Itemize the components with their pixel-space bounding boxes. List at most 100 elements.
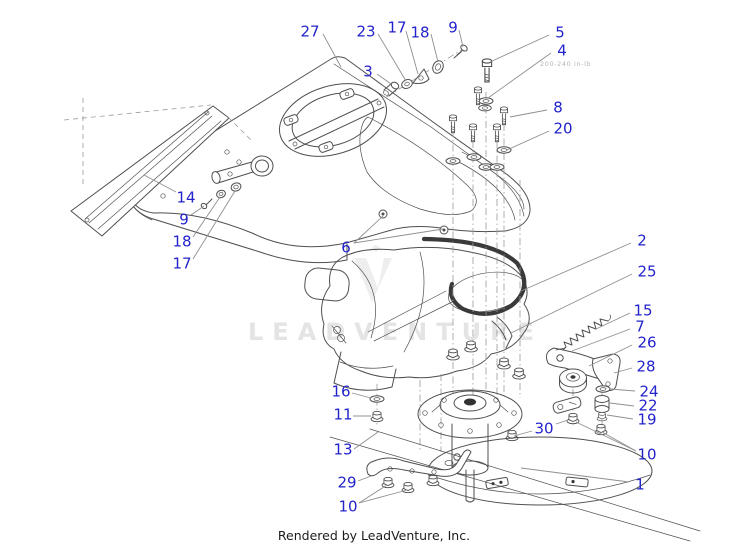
washer-16	[369, 395, 385, 403]
leader-line-18	[430, 33, 439, 63]
callout-29[interactable]: 29	[337, 474, 356, 492]
nut-11	[370, 410, 384, 423]
callout-24[interactable]: 24	[639, 383, 658, 401]
callout-23[interactable]: 23	[356, 23, 375, 41]
bolt-8	[493, 123, 501, 143]
leader-line-2	[520, 242, 632, 292]
flange-nut	[594, 423, 608, 436]
washer-4	[478, 97, 494, 105]
leader-line-24	[609, 388, 636, 392]
washer-23	[401, 79, 413, 89]
ring-18	[432, 60, 444, 74]
blade-insert	[565, 476, 589, 488]
leader-line-7	[571, 328, 631, 352]
bolt-8	[469, 123, 477, 143]
leader-line-4	[487, 52, 552, 99]
spacer-22	[594, 395, 610, 413]
callout-19[interactable]: 19	[637, 411, 656, 429]
leader-line-17	[192, 190, 236, 260]
leader-line-6	[353, 215, 384, 244]
leader-line-5	[489, 34, 550, 63]
leader-line-17	[405, 30, 419, 75]
washer-24	[595, 385, 611, 393]
projection-lines	[376, 46, 603, 452]
bolt-8	[449, 114, 457, 134]
watermark-text: LEADVENTURE	[248, 318, 543, 346]
callout-26[interactable]: 26	[637, 334, 656, 352]
callout-18[interactable]: 18	[410, 24, 429, 42]
callout-27[interactable]: 27	[300, 23, 319, 41]
leader-line-10	[601, 431, 637, 452]
torque-note: 200-240 in-lb	[540, 60, 591, 68]
spindle-flange	[417, 389, 523, 439]
top-hardware	[383, 44, 512, 171]
leader-line-10	[575, 421, 637, 452]
callout-30[interactable]: 30	[534, 420, 553, 438]
leader-line-18	[192, 196, 221, 238]
washer-20	[489, 163, 505, 171]
disc-1	[427, 436, 653, 506]
discharge-port	[250, 155, 274, 177]
leader-line-9	[190, 205, 205, 216]
callout-3[interactable]: 3	[363, 63, 373, 81]
callout-15[interactable]: 15	[633, 302, 652, 320]
belt-keeper-rod	[491, 316, 513, 349]
spring-15	[560, 318, 609, 353]
callout-16[interactable]: 16	[331, 383, 350, 401]
flange-nut	[446, 348, 460, 361]
flange-nut-10	[426, 474, 440, 487]
arm-29	[366, 449, 472, 477]
callout-28[interactable]: 28	[636, 358, 655, 376]
flange-nut-10	[381, 476, 395, 489]
washer-4b	[478, 104, 492, 112]
washer-20	[445, 157, 461, 165]
washer-20	[496, 146, 512, 154]
leader-line-13	[353, 431, 379, 450]
blade-13	[329, 428, 701, 542]
callout-20[interactable]: 20	[553, 120, 572, 138]
belt-cover-part	[304, 209, 530, 391]
idler-assembly	[546, 314, 621, 436]
nut-19	[596, 412, 608, 422]
callout-6[interactable]: 6	[341, 239, 351, 257]
callout-18[interactable]: 18	[172, 233, 191, 251]
callout-9[interactable]: 9	[448, 19, 458, 37]
leader-line-8	[509, 109, 548, 118]
leader-line-25	[510, 273, 633, 334]
callout-7[interactable]: 7	[635, 318, 645, 336]
leader-line-30	[513, 430, 533, 437]
callout-2[interactable]: 2	[637, 232, 647, 250]
deck-ring-opening	[278, 83, 388, 157]
callout-10[interactable]: 10	[637, 446, 656, 464]
flange-nut	[512, 367, 526, 380]
callout-1[interactable]: 1	[635, 476, 645, 494]
spindle-assembly	[417, 340, 526, 503]
callout-25[interactable]: 25	[637, 263, 656, 281]
leader-line-10	[358, 484, 388, 504]
leader-line-9	[458, 29, 464, 48]
washer-20	[466, 153, 482, 161]
leader-line-3	[376, 73, 392, 85]
callout-17[interactable]: 17	[172, 255, 191, 273]
callout-22[interactable]: 22	[638, 397, 657, 415]
callout-4[interactable]: 4	[557, 42, 567, 60]
leader-line-14	[143, 174, 177, 193]
callout-13[interactable]: 13	[333, 441, 352, 459]
bolt-8	[500, 106, 508, 126]
callout-17[interactable]: 17	[387, 19, 406, 37]
callout-5[interactable]: 5	[555, 24, 565, 42]
callout-10[interactable]: 10	[338, 498, 357, 516]
leader-line-30	[555, 419, 569, 425]
callout-11[interactable]: 11	[333, 406, 352, 424]
bolt-3	[390, 81, 400, 90]
leader-line-6	[353, 228, 444, 244]
leader-line-15	[595, 312, 631, 330]
flange-nut	[497, 357, 511, 370]
deflector-hardware	[200, 182, 242, 210]
callout-9[interactable]: 9	[179, 211, 189, 229]
callout-8[interactable]: 8	[553, 99, 563, 117]
callout-14[interactable]: 14	[176, 189, 195, 207]
discharge-deflector-part	[63, 98, 253, 237]
